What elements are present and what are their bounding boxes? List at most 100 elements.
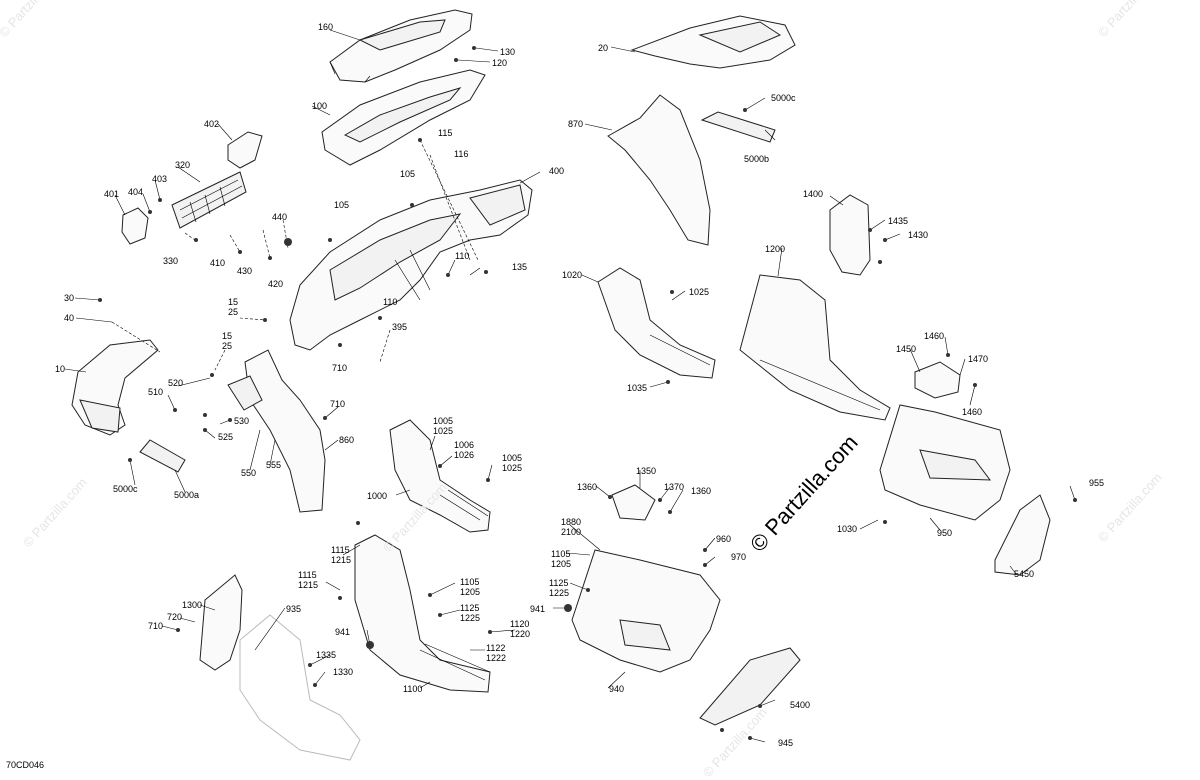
callout-20: 20 [598,43,609,53]
callout-110: 110 [383,297,398,307]
callout-135: 135 [512,262,528,272]
callout-15: 15 [222,331,233,341]
callout-520: 520 [168,378,184,388]
callout-1470: 1470 [968,354,989,364]
callout-941: 941 [530,604,546,614]
part-1100-floor-rail [354,534,491,693]
callout-1120-1220: 1120 1220 [510,619,531,639]
callout-1105-1205: 1105 1205 [551,549,572,569]
part-402-bracket [227,131,263,169]
callout-1122-1222: 1122 1222 [486,643,507,663]
callout-1300: 1300 [182,600,203,610]
callout-1200: 1200 [765,244,786,254]
callout-1400: 1400 [803,189,824,199]
callout-402: 402 [204,119,220,129]
callout-403: 403 [152,174,168,184]
part-1350-bracket [611,484,656,521]
part-100-console-tray [321,69,486,166]
callout-116: 116 [454,149,469,159]
part-1200-floor-rail [739,274,891,421]
callout-1125-1225: 1125 1225 [549,578,570,598]
callout-5000a: 5000a [174,490,200,500]
callout-510: 510 [148,387,164,397]
part-160-top-cover [329,9,473,83]
callout-1125-1225: 1125 1225 [460,603,481,623]
callout-525: 525 [218,432,234,442]
callout-25: 25 [222,341,233,351]
callout-5000b: 5000b [744,154,770,164]
callout-860: 860 [339,435,355,445]
part-5000b-grille [700,111,776,143]
callout-30: 30 [64,293,75,303]
part-20-right-cover [630,15,796,69]
callout-105: 105 [334,200,350,210]
part-5000a-grille [139,439,186,473]
callout-1360: 1360 [691,486,712,496]
callout-940: 940 [609,684,625,694]
part-400-dash-structure [289,179,533,351]
callout-550: 550 [241,468,257,478]
callout-1020: 1020 [562,270,583,280]
callout-120: 120 [492,58,508,68]
callout-530: 530 [234,416,250,426]
callout-115: 115 [438,128,453,138]
part-1450-bracket [914,361,961,399]
callout-1025: 1025 [689,287,710,297]
callout-10: 10 [55,364,66,374]
callout-970: 970 [731,552,747,562]
callout-420: 420 [268,279,284,289]
callout-395: 395 [392,322,408,332]
callout-15: 15 [228,297,239,307]
callout-404: 404 [128,187,144,197]
callout-5000c: 5000c [771,93,796,103]
part-950-floor-tray [879,404,1011,521]
diagram-code: 70CD046 [6,760,45,770]
callout-955: 955 [1089,478,1105,488]
callout-1006-1026: 1006 1026 [454,440,475,460]
callout-1460: 1460 [924,331,945,341]
part-10-end-cap [71,339,159,436]
callout-110: 110 [455,251,470,261]
leader-lines [64,29,1076,743]
callout-941: 941 [335,627,351,637]
callout-130: 130 [500,47,516,57]
callout-330: 330 [163,256,179,266]
callout-555: 555 [266,460,282,470]
callout-1360: 1360 [577,482,598,492]
callout-100: 100 [312,101,328,111]
callout-1460: 1460 [962,407,983,417]
part-1300-side-panel [199,574,243,671]
callout-5000c: 5000c [113,484,138,494]
callout-1035: 1035 [627,383,648,393]
callout-1100: 1100 [403,684,423,694]
callout-1450: 1450 [896,344,917,354]
callout-40: 40 [64,313,75,323]
callout-160: 160 [318,22,334,32]
part-870-right-support [607,94,711,246]
callout-400: 400 [549,166,565,176]
callout-945: 945 [778,738,794,748]
callout-1000: 1000 [367,491,388,501]
callout-1005-1025: 1005 1025 [502,453,523,473]
callout-710: 710 [148,621,164,631]
part-935-chassis-ghost [239,614,361,761]
callout-401: 401 [104,189,120,199]
callout-1115-1215: 1115 1215 [298,570,319,590]
callout-1030: 1030 [837,524,858,534]
callout-710: 710 [330,399,346,409]
part-5400-shield [699,647,801,726]
callout-1370: 1370 [664,482,685,492]
callout-105: 105 [400,169,416,179]
part-1400-bracket [829,194,871,276]
callout-5400: 5400 [790,700,811,710]
callout-430: 430 [237,266,253,276]
callout-720: 720 [167,612,183,622]
part-860-center-support [227,349,326,513]
callout-320: 320 [175,160,191,170]
callout-440: 440 [272,212,288,222]
callout-870: 870 [568,119,584,129]
callout-1005-1025: 1005 1025 [433,416,454,436]
callout-1350: 1350 [636,466,657,476]
callout-950: 950 [937,528,953,538]
